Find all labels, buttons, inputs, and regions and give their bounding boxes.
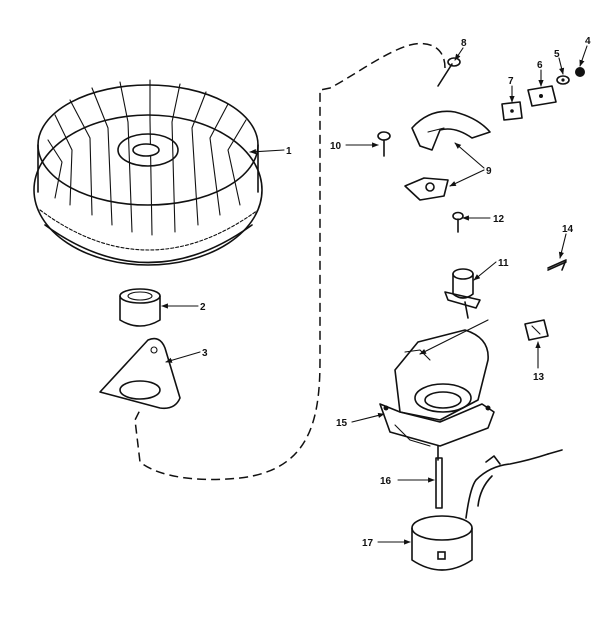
screw bbox=[437, 57, 461, 87]
flywheel bbox=[33, 79, 263, 266]
breaker-bracket-upper bbox=[411, 110, 491, 151]
callout-7: 7 bbox=[508, 76, 514, 87]
callout-10: 10 bbox=[330, 141, 342, 152]
breaker-bracket-lower bbox=[404, 177, 449, 201]
callout-15: 15 bbox=[336, 418, 348, 429]
callout-1: 1 bbox=[286, 146, 292, 157]
spring-clip bbox=[547, 259, 567, 271]
bracket-screw bbox=[377, 131, 391, 157]
callout-9: 9 bbox=[486, 166, 492, 177]
callout-11: 11 bbox=[498, 258, 509, 269]
ignition-housing bbox=[379, 329, 495, 461]
callout-14: 14 bbox=[562, 224, 574, 235]
callout-13: 13 bbox=[533, 372, 545, 383]
callout-12: 12 bbox=[493, 214, 505, 225]
callout-8: 8 bbox=[461, 38, 467, 49]
assembly-dashed-line bbox=[134, 42, 446, 481]
callout-5: 5 bbox=[554, 49, 560, 60]
cover-plate bbox=[524, 319, 549, 341]
ignition-coil bbox=[411, 515, 473, 571]
mounting-plate bbox=[99, 337, 181, 410]
washer bbox=[556, 75, 570, 85]
clip bbox=[501, 101, 523, 121]
ignition-wires bbox=[465, 449, 563, 519]
callout-2: 2 bbox=[200, 302, 206, 313]
condenser bbox=[444, 268, 481, 319]
callout-6: 6 bbox=[537, 60, 543, 71]
bushing bbox=[119, 288, 161, 327]
coil-screw bbox=[452, 211, 464, 233]
callout-16: 16 bbox=[380, 476, 392, 487]
bracket bbox=[527, 85, 557, 107]
nut bbox=[575, 67, 585, 77]
callout-3: 3 bbox=[202, 348, 208, 359]
pin bbox=[435, 457, 443, 509]
callout-4: 4 bbox=[585, 36, 591, 47]
callout-17: 17 bbox=[362, 538, 374, 549]
